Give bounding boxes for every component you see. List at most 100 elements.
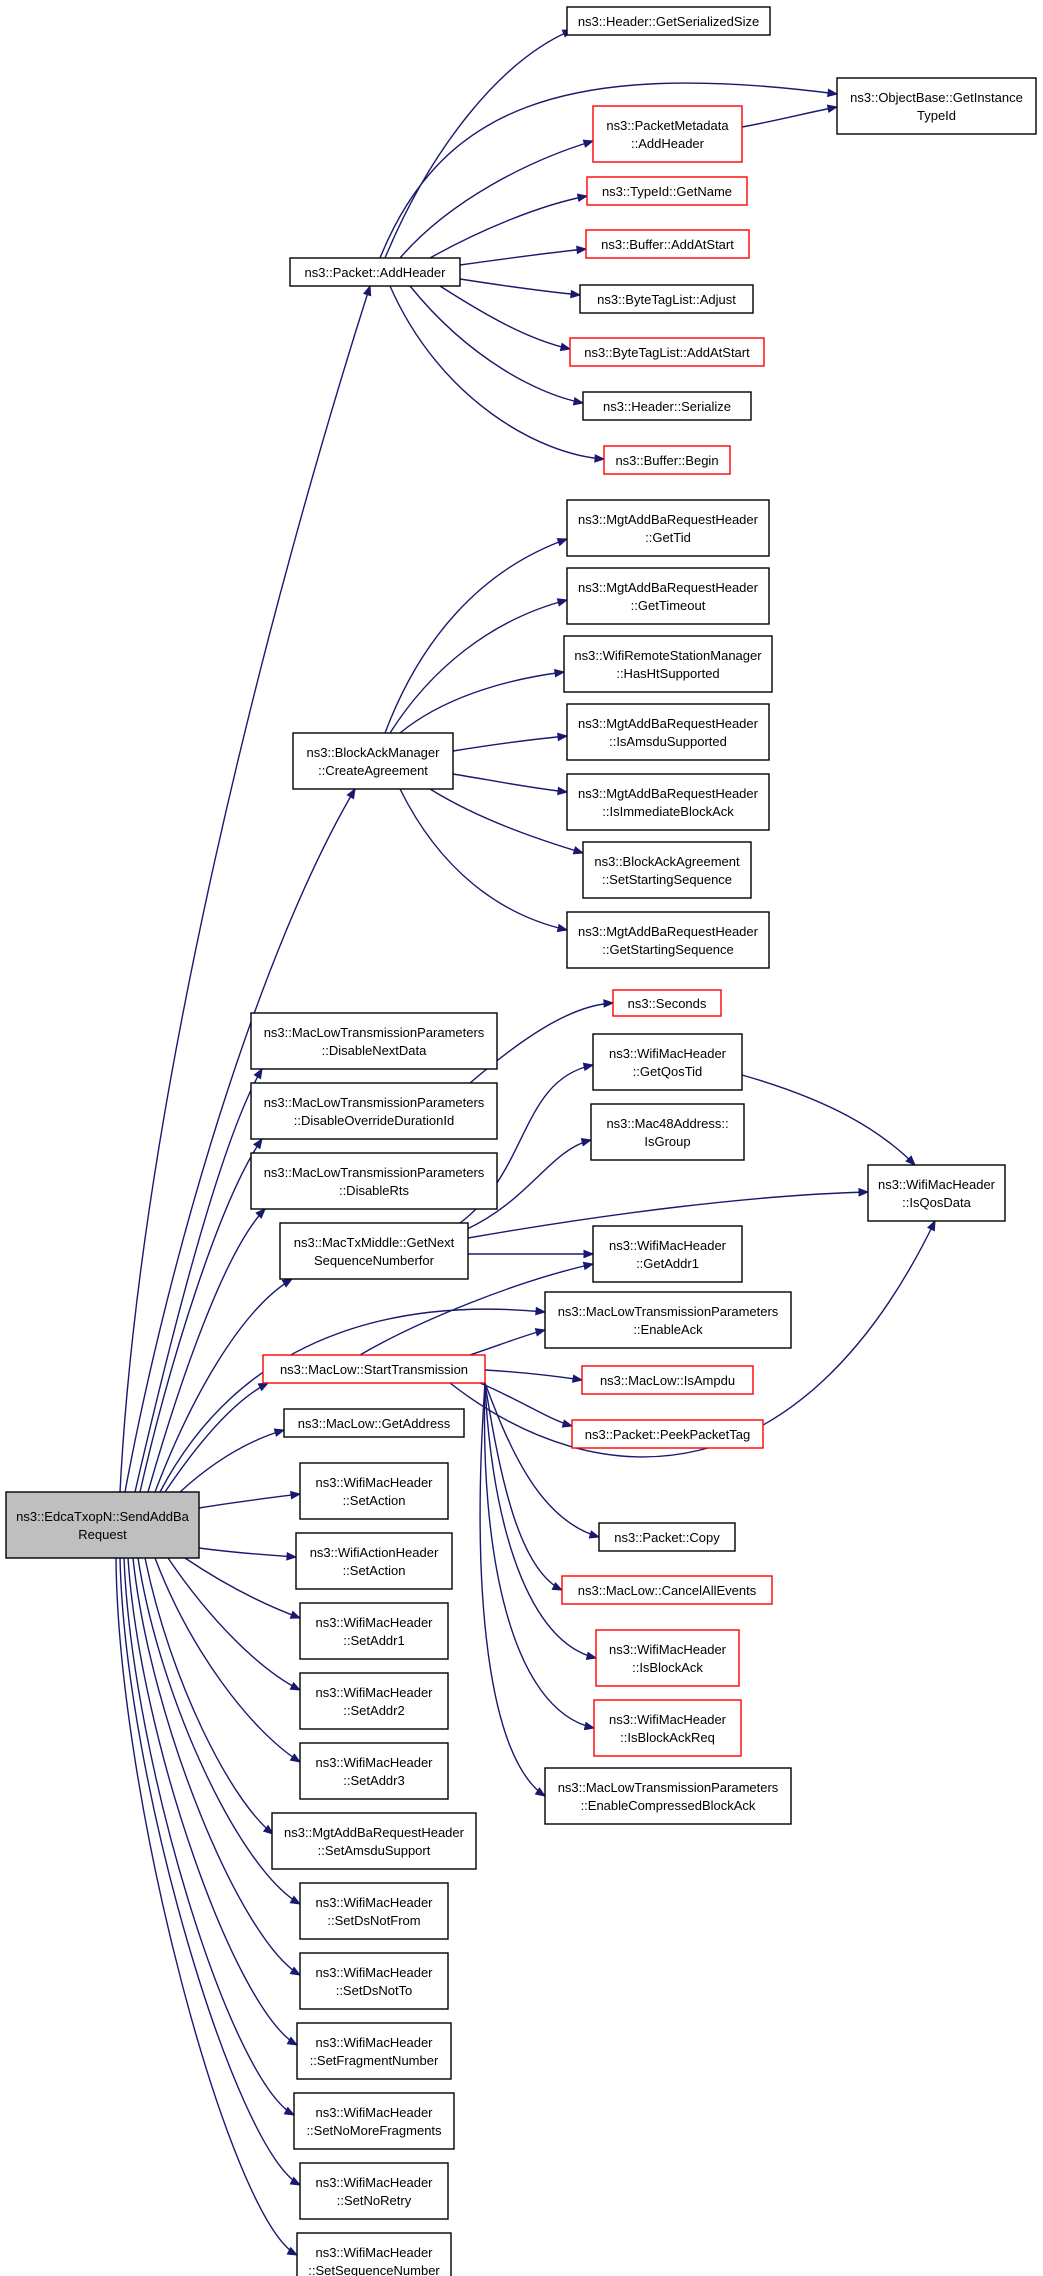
node-box bbox=[592, 1033, 743, 1091]
node-box bbox=[299, 1952, 449, 2010]
node-isamsdusupported[interactable]: ns3::MgtAddBaRequestHeader::IsAmsduSuppo… bbox=[566, 703, 770, 761]
arrowhead-getnextseq-to-isqosdata bbox=[858, 1187, 870, 1197]
node-disableoverride[interactable]: ns3::MacLowTransmissionParameters::Disab… bbox=[250, 1082, 498, 1140]
edge-createagreement-to-hashtsupported bbox=[399, 671, 565, 734]
node-enablecompressed[interactable]: ns3::MacLowTransmissionParameters::Enabl… bbox=[544, 1767, 792, 1825]
node-box bbox=[603, 445, 731, 475]
node-createagreement[interactable]: ns3::BlockAckManager::CreateAgreement bbox=[292, 732, 454, 790]
node-cancelallevents[interactable]: ns3::MacLow::CancelAllEvents bbox=[561, 1575, 773, 1605]
arrowhead-starttx-to-peekpackettag bbox=[561, 1419, 574, 1428]
node-getqostid[interactable]: ns3::WifiMacHeader::GetQosTid bbox=[592, 1033, 743, 1091]
node-getstartingseq[interactable]: ns3::MgtAddBaRequestHeader::GetStartingS… bbox=[566, 911, 770, 969]
node-setfragnum[interactable]: ns3::WifiMacHeader::SetFragmentNumber bbox=[296, 2022, 452, 2080]
node-label: ns3::Header::Serialize bbox=[603, 399, 731, 414]
node-setaddr2[interactable]: ns3::WifiMacHeader::SetAddr2 bbox=[299, 1672, 449, 1730]
node-setstartingseq[interactable]: ns3::BlockAckAgreement::SetStartingSeque… bbox=[582, 841, 752, 899]
arrowhead-root-to-setfragnum bbox=[286, 2036, 299, 2046]
node-box bbox=[582, 391, 752, 421]
edge-createagreement-to-isamsdusupported bbox=[452, 735, 568, 752]
node-label: ns3::Buffer::Begin bbox=[615, 453, 718, 468]
arrowhead-root-to-starttx bbox=[257, 1382, 270, 1392]
edge-addheader-to-buffer_begin bbox=[389, 285, 605, 460]
node-disablerts[interactable]: ns3::MacLowTransmissionParameters::Disab… bbox=[250, 1152, 498, 1210]
node-label: ns3::WifiMacHeader bbox=[315, 2105, 433, 2120]
node-label: ns3::MgtAddBaRequestHeader bbox=[578, 716, 759, 731]
node-setamsdu[interactable]: ns3::MgtAddBaRequestHeader::SetAmsduSupp… bbox=[271, 1812, 477, 1870]
node-enableack[interactable]: ns3::MacLowTransmissionParameters::Enabl… bbox=[544, 1291, 792, 1349]
node-seconds[interactable]: ns3::Seconds bbox=[612, 989, 722, 1017]
node-label: ::IsBlockAckReq bbox=[620, 1730, 715, 1745]
node-setnoretry[interactable]: ns3::WifiMacHeader::SetNoRetry bbox=[299, 2162, 449, 2220]
node-wmh_setaction[interactable]: ns3::WifiMacHeader::SetAction bbox=[299, 1462, 449, 1520]
node-buffer_begin[interactable]: ns3::Buffer::Begin bbox=[603, 445, 731, 475]
edge-createagreement-to-isimmediateblockack bbox=[452, 773, 568, 793]
node-setaddr3[interactable]: ns3::WifiMacHeader::SetAddr3 bbox=[299, 1742, 449, 1800]
edge-starttx-to-getaddr1 bbox=[359, 1263, 594, 1356]
node-label: ns3::Seconds bbox=[628, 996, 707, 1011]
node-label: Request bbox=[78, 1527, 127, 1542]
node-setnomorefrag[interactable]: ns3::WifiMacHeader::SetNoMoreFragments bbox=[293, 2092, 455, 2150]
node-typeid_getname[interactable]: ns3::TypeId::GetName bbox=[586, 176, 748, 206]
node-label: ns3::MgtAddBaRequestHeader bbox=[578, 786, 759, 801]
node-label: ns3::MacLowTransmissionParameters bbox=[264, 1165, 485, 1180]
node-isimmediateblockack[interactable]: ns3::MgtAddBaRequestHeader::IsImmediateB… bbox=[566, 773, 770, 831]
node-isgroup[interactable]: ns3::Mac48Address::IsGroup bbox=[590, 1103, 745, 1161]
arrowhead-addheader-to-btl_adjust bbox=[570, 289, 582, 299]
arrowhead-root-to-addheader bbox=[362, 284, 372, 297]
node-setseqnum[interactable]: ns3::WifiMacHeader::SetSequenceNumber bbox=[296, 2232, 452, 2276]
edge-root-to-setdsnotto bbox=[132, 1557, 301, 1976]
node-label: ::SetSequenceNumber bbox=[308, 2263, 440, 2276]
node-setaddr1[interactable]: ns3::WifiMacHeader::SetAddr1 bbox=[299, 1602, 449, 1660]
node-isblockackreq[interactable]: ns3::WifiMacHeader::IsBlockAckReq bbox=[593, 1699, 742, 1757]
arrowhead-addheader-to-buffer_begin bbox=[594, 454, 606, 463]
node-isampdu[interactable]: ns3::MacLow::IsAmpdu bbox=[581, 1365, 754, 1395]
node-disablenextdata[interactable]: ns3::MacLowTransmissionParameters::Disab… bbox=[250, 1012, 498, 1070]
node-peekpackettag[interactable]: ns3::Packet::PeekPacketTag bbox=[571, 1419, 764, 1449]
node-box bbox=[566, 499, 770, 557]
node-btl_addatstart[interactable]: ns3::ByteTagList::AddAtStart bbox=[569, 337, 765, 367]
edge-pm_addheader-to-getinstancetypeid bbox=[741, 106, 838, 128]
node-pm_addheader[interactable]: ns3::PacketMetadata::AddHeader bbox=[592, 105, 743, 163]
arrowhead-createagreement-to-gettid bbox=[556, 538, 569, 547]
node-header_serialize[interactable]: ns3::Header::Serialize bbox=[582, 391, 752, 421]
node-wah_setaction[interactable]: ns3::WifiActionHeader::SetAction bbox=[295, 1532, 453, 1590]
node-packet_copy[interactable]: ns3::Packet::Copy bbox=[598, 1522, 736, 1552]
node-label: ns3::WifiMacHeader bbox=[315, 2175, 433, 2190]
node-isblockack[interactable]: ns3::WifiMacHeader::IsBlockAck bbox=[595, 1629, 740, 1687]
node-addheader[interactable]: ns3::Packet::AddHeader bbox=[289, 257, 461, 287]
node-buffer_addatstart[interactable]: ns3::Buffer::AddAtStart bbox=[585, 229, 750, 259]
node-gettimeout[interactable]: ns3::MgtAddBaRequestHeader::GetTimeout bbox=[566, 567, 770, 625]
node-label: ns3::MacLowTransmissionParameters bbox=[264, 1025, 485, 1040]
arrowhead-starttx-to-enablecompressed bbox=[534, 1787, 547, 1797]
node-box bbox=[299, 1742, 449, 1800]
node-setdsnotto[interactable]: ns3::WifiMacHeader::SetDsNotTo bbox=[299, 1952, 449, 2010]
node-label: ::EnableAck bbox=[633, 1322, 703, 1337]
node-label: ::SetStartingSequence bbox=[602, 872, 732, 887]
node-label: ns3::MacLow::StartTransmission bbox=[280, 1362, 468, 1377]
node-getaddress[interactable]: ns3::MacLow::GetAddress bbox=[283, 1408, 465, 1438]
node-setdsnotfrom[interactable]: ns3::WifiMacHeader::SetDsNotFrom bbox=[299, 1882, 449, 1940]
arrowhead-addheader-to-btl_addatstart bbox=[559, 342, 572, 352]
node-hashtsupported[interactable]: ns3::WifiRemoteStationManager::HasHtSupp… bbox=[563, 635, 773, 693]
node-box bbox=[566, 703, 770, 761]
node-label: ::SetDsNotFrom bbox=[327, 1913, 420, 1928]
node-label: ::GetAddr1 bbox=[636, 1256, 699, 1271]
node-getserializedsize[interactable]: ns3::Header::GetSerializedSize bbox=[566, 6, 771, 36]
arrowhead-root-to-setdsnotfrom bbox=[289, 1895, 302, 1905]
node-gettid[interactable]: ns3::MgtAddBaRequestHeader::GetTid bbox=[566, 499, 770, 557]
call-edges bbox=[115, 29, 936, 2256]
node-isqosdata[interactable]: ns3::WifiMacHeader::IsQosData bbox=[867, 1164, 1006, 1222]
edge-root-to-setnomorefrag bbox=[123, 1557, 295, 2116]
node-label: ns3::MacLowTransmissionParameters bbox=[264, 1095, 485, 1110]
arrowhead-addheader-to-header_serialize bbox=[572, 396, 585, 406]
node-getaddr1[interactable]: ns3::WifiMacHeader::GetAddr1 bbox=[592, 1225, 743, 1283]
node-getnextseq[interactable]: ns3::MacTxMiddle::GetNextSequenceNumberf… bbox=[279, 1222, 469, 1280]
node-label: ns3::ByteTagList::Adjust bbox=[597, 292, 736, 307]
node-box bbox=[612, 989, 722, 1017]
node-label: SequenceNumberfor bbox=[314, 1253, 435, 1268]
edge-createagreement-to-gettimeout bbox=[389, 599, 568, 734]
node-btl_adjust[interactable]: ns3::ByteTagList::Adjust bbox=[579, 284, 754, 314]
node-starttx[interactable]: ns3::MacLow::StartTransmission bbox=[262, 1354, 486, 1384]
arrowhead-root-to-setnomorefrag bbox=[283, 2106, 296, 2116]
